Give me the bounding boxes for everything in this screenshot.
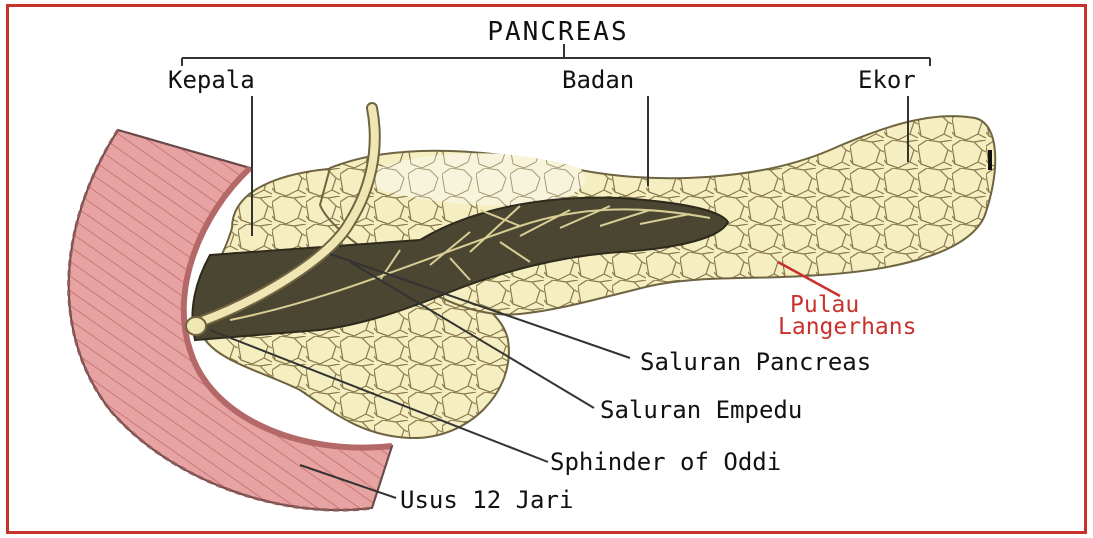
sphincter-label: Sphinder of Oddi bbox=[550, 448, 781, 476]
islets-label-line2: Langerhans bbox=[778, 314, 916, 340]
bile-duct-label: Saluran Empedu bbox=[600, 396, 802, 424]
title-label: PANCREAS bbox=[487, 17, 628, 47]
title-bracket bbox=[182, 44, 930, 66]
pancreatic-duct-label: Saluran Pancreas bbox=[640, 348, 871, 376]
body-label: Badan bbox=[562, 66, 634, 94]
tail-label: Ekor bbox=[858, 66, 916, 94]
ampulla bbox=[186, 317, 206, 335]
head-label: Kepala bbox=[168, 66, 255, 94]
duodenum-label: Usus 12 Jari bbox=[400, 486, 573, 514]
